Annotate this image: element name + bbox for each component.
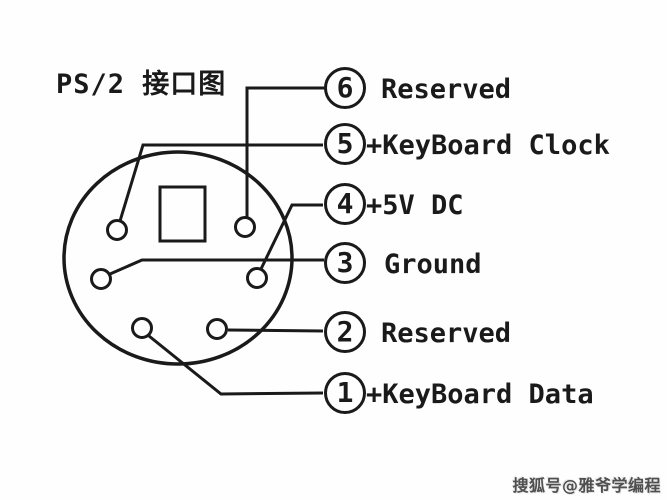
pin-callout-1: 1 +KeyBoard Data bbox=[324, 372, 594, 414]
pin-label: +KeyBoard Data bbox=[366, 378, 594, 410]
pin-label: Ground bbox=[384, 248, 482, 280]
pin-callout-2: 2 Reserved bbox=[324, 311, 511, 353]
leader-line-pin1 bbox=[148, 334, 324, 396]
pin-label: Reserved bbox=[381, 73, 512, 105]
pin-label: +KeyBoard Clock bbox=[366, 129, 610, 161]
pin-hole-2 bbox=[206, 318, 228, 340]
pin-number-badge: 2 bbox=[324, 311, 366, 353]
pin-number-badge: 5 bbox=[324, 123, 366, 165]
pin-callout-3: 3 Ground bbox=[324, 242, 482, 284]
pin-callout-6: 6 Reserved bbox=[324, 67, 511, 109]
connector-body-circle bbox=[62, 150, 294, 366]
diagram-title: PS/2 接口图 bbox=[56, 69, 227, 100]
pin-label: +5V DC bbox=[366, 189, 464, 221]
pin-hole-5 bbox=[106, 219, 128, 241]
pin-number-badge: 4 bbox=[324, 183, 366, 225]
leader-line-pin6 bbox=[245, 86, 325, 217]
pin-number-badge: 6 bbox=[324, 67, 366, 109]
leader-line-pin4 bbox=[259, 203, 323, 270]
pin-number-badge: 1 bbox=[324, 372, 366, 414]
pin-hole-3 bbox=[90, 268, 112, 290]
leader-line-pin3 bbox=[109, 258, 324, 276]
pin-label: Reserved bbox=[381, 317, 512, 349]
connector-key-notch bbox=[158, 185, 207, 243]
sohu-watermark: 搜狐号@雅爷学编程 bbox=[512, 476, 661, 495]
pin-callout-4: 4 +5V DC bbox=[324, 183, 464, 225]
pin-hole-6 bbox=[234, 216, 256, 238]
pin-hole-4 bbox=[246, 267, 268, 289]
pin-hole-1 bbox=[131, 317, 153, 339]
leader-line-pin2 bbox=[227, 328, 324, 333]
leader-line-pin5 bbox=[118, 143, 323, 222]
pin-number-badge: 3 bbox=[324, 242, 366, 284]
pin-callout-5: 5 +KeyBoard Clock bbox=[324, 123, 610, 165]
